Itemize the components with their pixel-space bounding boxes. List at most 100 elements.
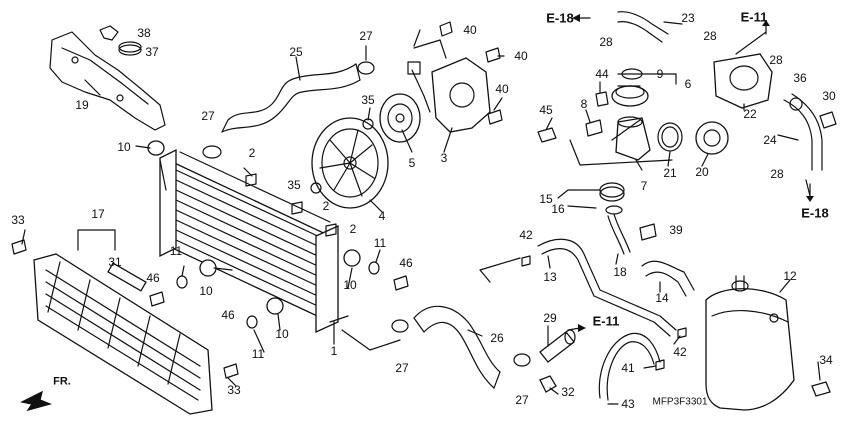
callout-24: 24 bbox=[763, 133, 777, 147]
hose-part-23 bbox=[617, 11, 669, 35]
bolt-part-46-right bbox=[393, 275, 409, 291]
callout-20: 20 bbox=[695, 165, 709, 179]
arrow-to-e11-top bbox=[762, 20, 770, 35]
shroud-part-3 bbox=[407, 39, 491, 133]
clip-part-2-a bbox=[245, 173, 257, 187]
clamp-part-27-top bbox=[357, 61, 375, 75]
callout-15: 15 bbox=[539, 192, 553, 206]
clip-part-41 bbox=[655, 359, 665, 371]
callout-37: 37 bbox=[145, 45, 159, 59]
nut-part-35-mid bbox=[310, 182, 322, 194]
callout-22: 22 bbox=[743, 107, 757, 121]
arrow-to-e18-right bbox=[806, 183, 814, 202]
callout-11: 11 bbox=[169, 244, 183, 258]
bolt-part-40-top bbox=[439, 21, 453, 37]
front-arrow-icon bbox=[20, 390, 53, 412]
hose-part-18 bbox=[607, 215, 625, 255]
callout-46: 46 bbox=[146, 271, 160, 285]
callout-28: 28 bbox=[769, 53, 783, 67]
callout-17: 17 bbox=[91, 207, 105, 221]
callout-2: 2 bbox=[349, 222, 357, 236]
callout-34: 34 bbox=[819, 353, 833, 367]
section-ref-e11: E-11 bbox=[740, 9, 768, 25]
callout-46: 46 bbox=[399, 256, 413, 270]
callout-10: 10 bbox=[117, 140, 131, 154]
radiator-part-1 bbox=[159, 148, 349, 334]
callout-25: 25 bbox=[289, 45, 303, 59]
section-ref-e11: E-11 bbox=[592, 313, 620, 329]
clip-part-2-c bbox=[325, 223, 337, 237]
callout-35: 35 bbox=[361, 93, 375, 107]
callout-2: 2 bbox=[322, 199, 330, 213]
callout-11: 11 bbox=[251, 347, 265, 361]
callout-32: 32 bbox=[561, 385, 575, 399]
clamp-part-27-bottom bbox=[391, 319, 409, 333]
callout-40: 40 bbox=[495, 82, 509, 96]
pipe-part-29 bbox=[539, 329, 576, 363]
arrow-to-e18-top bbox=[572, 14, 591, 22]
diagram-code: MFP3F3301 bbox=[652, 396, 708, 408]
callout-28: 28 bbox=[599, 35, 613, 49]
callout-45: 45 bbox=[539, 103, 553, 117]
callout-14: 14 bbox=[655, 291, 669, 305]
callout-19: 19 bbox=[75, 98, 89, 112]
callout-10: 10 bbox=[343, 278, 357, 292]
collar-part-11-left bbox=[176, 275, 188, 289]
callout-27: 27 bbox=[359, 29, 373, 43]
leader-lines bbox=[21, 21, 821, 405]
bolt-part-33-right bbox=[223, 363, 239, 379]
bolt-part-33-left bbox=[11, 239, 27, 255]
callout-33: 33 bbox=[11, 213, 25, 227]
callout-30: 30 bbox=[822, 89, 836, 103]
callout-36: 36 bbox=[793, 71, 807, 85]
callout-18: 18 bbox=[613, 265, 627, 279]
hose-part-26 bbox=[413, 305, 501, 389]
thermostat-part-20 bbox=[695, 121, 729, 155]
section-ref-e18: E-18 bbox=[546, 10, 574, 26]
callout-27: 27 bbox=[201, 109, 215, 123]
callout-1: 1 bbox=[330, 344, 338, 358]
bolt-part-32 bbox=[539, 375, 557, 393]
hose-part-24-edge bbox=[791, 93, 823, 171]
clamp-part-27-left bbox=[202, 145, 222, 159]
callout-27: 27 bbox=[515, 393, 529, 407]
cover-part-17 bbox=[33, 253, 213, 415]
o-ring-part-21 bbox=[657, 122, 683, 152]
bolt-part-45 bbox=[537, 127, 557, 143]
clip-part-2-b bbox=[291, 201, 303, 215]
callout-33: 33 bbox=[227, 383, 241, 397]
callout-10: 10 bbox=[199, 284, 213, 298]
callout-11: 11 bbox=[373, 236, 387, 250]
arrow-to-e11-mid bbox=[567, 324, 586, 332]
callout-21: 21 bbox=[663, 166, 677, 180]
callout-44: 44 bbox=[595, 67, 609, 81]
callout-5: 5 bbox=[408, 156, 416, 170]
callout-40: 40 bbox=[514, 49, 528, 63]
callout-46: 46 bbox=[221, 308, 235, 322]
callout-42: 42 bbox=[519, 228, 533, 242]
hose-part-43-edge bbox=[606, 341, 655, 401]
callout-38: 38 bbox=[137, 26, 151, 40]
bolt-part-44 bbox=[595, 91, 609, 107]
bolt-part-39 bbox=[639, 223, 657, 241]
callout-28: 28 bbox=[770, 167, 784, 181]
rubber-part-31 bbox=[107, 262, 147, 292]
clip-part-42-left bbox=[521, 255, 531, 267]
bolt-part-40-low bbox=[487, 109, 503, 125]
callout-16: 16 bbox=[551, 202, 565, 216]
collar-part-11-bottom bbox=[246, 315, 258, 329]
callout-41: 41 bbox=[621, 361, 635, 375]
hose-part-18-edge bbox=[613, 213, 631, 253]
callout-7: 7 bbox=[640, 179, 648, 193]
sensor-part-30 bbox=[819, 111, 837, 129]
bolt-part-46-left bbox=[149, 291, 165, 307]
callout-2: 2 bbox=[248, 146, 256, 160]
bolt-part-40-mid bbox=[485, 47, 501, 63]
hose-part-13 bbox=[537, 238, 677, 337]
callout-31: 31 bbox=[108, 255, 122, 269]
hose-part-25 bbox=[221, 63, 361, 133]
seal-part-16 bbox=[605, 205, 623, 215]
cap-part-15 bbox=[599, 182, 625, 202]
bolt-part-34 bbox=[811, 381, 831, 397]
